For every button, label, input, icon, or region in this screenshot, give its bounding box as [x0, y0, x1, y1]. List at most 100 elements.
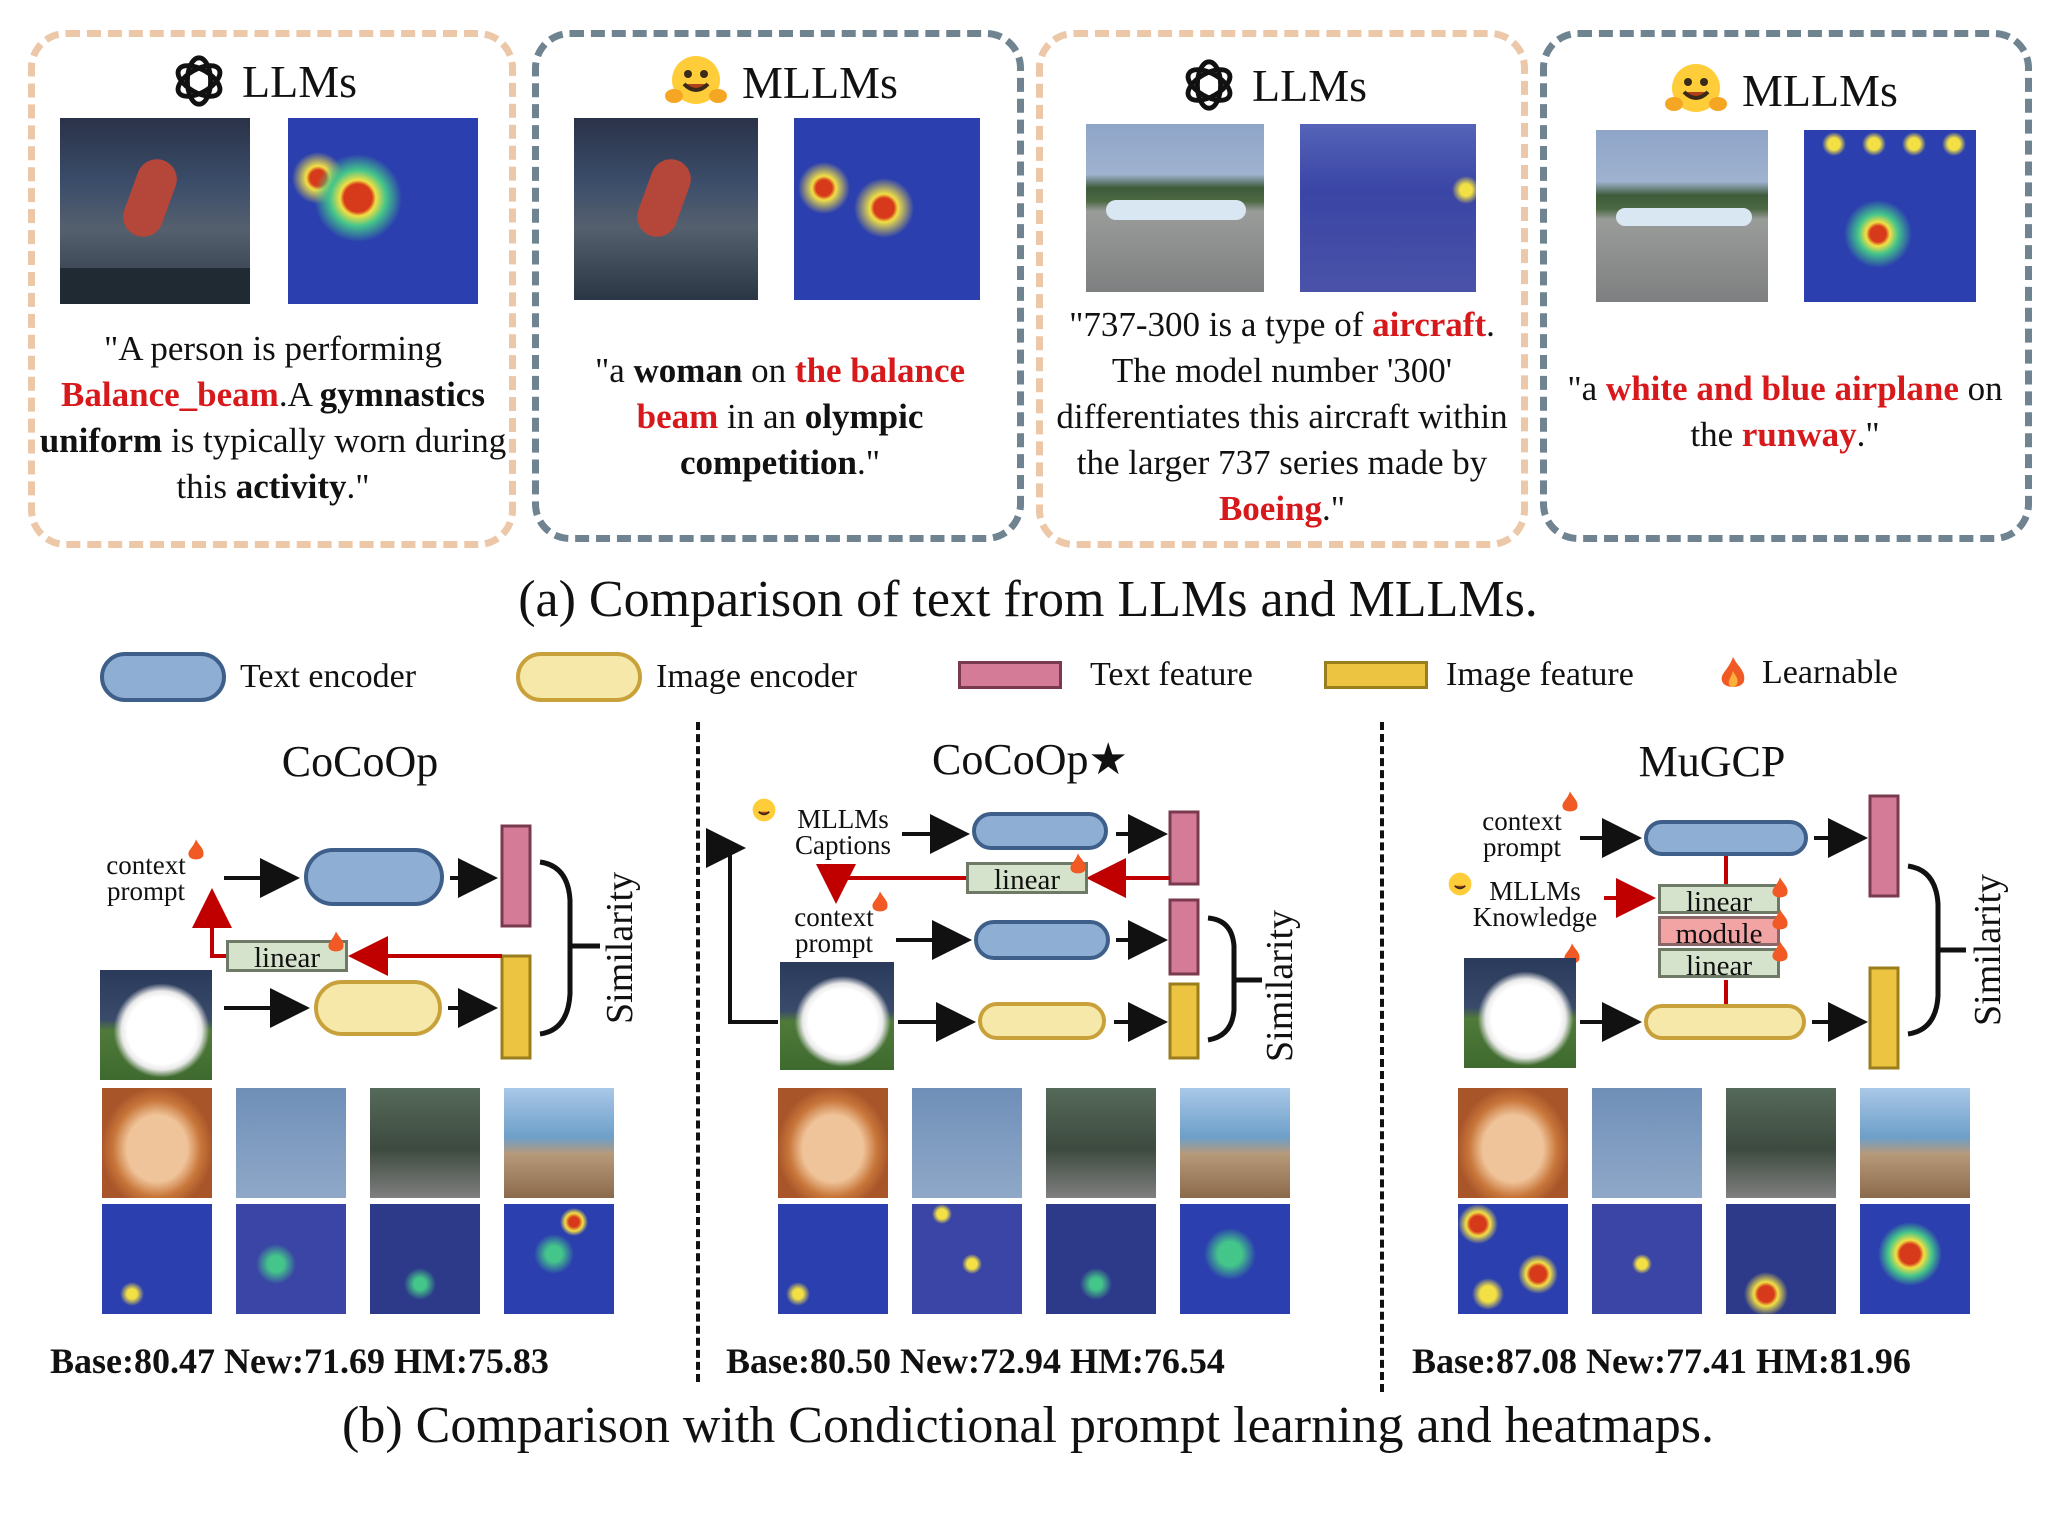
context-label: context — [106, 850, 186, 880]
sample-photo — [778, 1088, 888, 1198]
hugging-face-emoji-icon — [1665, 64, 1727, 112]
legend-image-encoder: Image encoder — [516, 652, 857, 702]
panel-quote: "a woman on the balance beam in an olymp… — [594, 351, 966, 482]
text-feature-bar — [1868, 794, 1900, 898]
gymnastics-heatmap — [794, 118, 980, 300]
sample-photo — [1458, 1088, 1568, 1198]
flame-icon — [328, 931, 344, 952]
prompt-label: prompt — [107, 876, 185, 906]
airplane-heatmap — [1300, 124, 1476, 292]
legend-label: Learnable — [1762, 654, 1898, 691]
flame-icon — [872, 891, 888, 912]
flame-icon — [188, 839, 204, 860]
airplane-photo — [1596, 130, 1768, 302]
sample-heatmap — [1180, 1204, 1290, 1314]
text-feature-bar — [1168, 898, 1200, 976]
panel-quote: "A person is performing Balance_beam.A g… — [39, 329, 507, 506]
panel-title-2: MLLMs — [664, 52, 898, 112]
legend-label: Image feature — [1446, 656, 1634, 693]
mllms-knowledge-label: MLLMs Knowledge — [1460, 878, 1610, 932]
image-feature-bar — [1168, 982, 1200, 1060]
section-divider — [696, 722, 700, 1382]
context-label: context — [794, 902, 874, 932]
panel-title-1: LLMs — [170, 52, 357, 110]
prompt-label: prompt — [795, 928, 873, 958]
linear-layer: linear — [1658, 884, 1780, 917]
image-encoder — [314, 980, 442, 1036]
context-prompt-label: context prompt — [1470, 808, 1574, 862]
red-arrow — [192, 888, 232, 958]
panel-title-text: LLMs — [1252, 59, 1367, 111]
text-encoder — [972, 812, 1108, 850]
sample-photo — [912, 1088, 1022, 1198]
caption-a: (a) Comparison of text from LLMs and MLL… — [518, 571, 1538, 628]
legend-label: Text feature — [1090, 656, 1253, 693]
sample-heatmap — [1592, 1204, 1702, 1314]
image-feature-swatch — [1324, 661, 1428, 689]
text-encoder — [304, 848, 444, 906]
openai-logo-icon — [1185, 59, 1233, 111]
image-encoder — [1644, 1004, 1806, 1040]
panel-quote: "737-300 is a type of aircraft. The mode… — [1056, 305, 1508, 528]
flame-icon — [1772, 941, 1788, 962]
prompt-label: prompt — [1483, 832, 1561, 862]
image-encoder-swatch — [516, 652, 642, 702]
samoyed-photo — [1464, 958, 1576, 1068]
sample-heatmap — [1860, 1204, 1970, 1314]
red-arrow — [816, 864, 966, 904]
method-title-cocoop-star: CoCoOp★ — [932, 735, 1128, 784]
panel-llm-2 — [1036, 30, 1528, 548]
method-title-cocoop: CoCoOp — [281, 737, 439, 786]
sample-heatmap — [778, 1204, 888, 1314]
airplane-heatmap — [1804, 130, 1976, 302]
sample-heatmap — [1726, 1204, 1836, 1314]
similarity-label: Similarity — [1259, 910, 1301, 1062]
image-encoder — [978, 1002, 1106, 1040]
mllms-label: MLLMs — [797, 804, 889, 834]
sample-photo — [1046, 1088, 1156, 1198]
flame-icon — [1562, 791, 1578, 812]
image-feature-bar — [1868, 966, 1900, 1070]
samoyed-photo — [780, 962, 894, 1070]
openai-logo-icon — [175, 55, 223, 107]
context-prompt-label: context prompt — [784, 902, 884, 958]
similarity-label: Similarity — [1967, 874, 2009, 1026]
legend-learnable: Learnable — [1718, 654, 1898, 692]
text-encoder — [974, 920, 1110, 960]
flame-icon — [1772, 877, 1788, 898]
sample-heatmap — [370, 1204, 480, 1314]
panel-mllm-1 — [532, 30, 1024, 542]
text-feature-bar — [1168, 810, 1200, 886]
legend-image-feature: Image feature — [1324, 656, 1634, 694]
sample-photo — [1860, 1088, 1970, 1198]
method-title-mugcp: MuGCP — [1638, 737, 1786, 786]
text-feature-bar — [500, 824, 532, 928]
linear-layer: linear — [1658, 948, 1780, 981]
legend-text-feature: Text feature — [958, 656, 1253, 694]
module-layer: module — [1658, 916, 1780, 949]
knowledge-label: Knowledge — [1472, 902, 1598, 932]
sample-heatmap — [912, 1204, 1022, 1314]
sample-heatmap — [236, 1204, 346, 1314]
sample-heatmap — [102, 1204, 212, 1314]
legend-label: Image encoder — [656, 658, 858, 695]
panel-title-4: MLLMs — [1664, 60, 1898, 120]
sample-photo — [102, 1088, 212, 1198]
similarity-label: Similarity — [599, 872, 641, 1024]
text-encoder-swatch — [100, 652, 226, 702]
panel-mllm-2 — [1540, 30, 2032, 542]
sample-photo — [1726, 1088, 1836, 1198]
legend-text-encoder: Text encoder — [100, 652, 416, 702]
panel-quote: "a white and blue airplane on the runway… — [1567, 369, 2003, 454]
caption-b: (b) Comparison with Condictional prompt … — [342, 1397, 1714, 1454]
samoyed-photo — [100, 970, 212, 1080]
hugging-face-emoji-icon — [752, 798, 776, 822]
gymnastics-heatmap — [288, 118, 478, 304]
flame-icon — [1772, 909, 1788, 930]
similarity-bracket — [1207, 915, 1237, 1043]
sample-heatmap — [1046, 1204, 1156, 1314]
airplane-photo — [1086, 124, 1264, 292]
sample-photo — [236, 1088, 346, 1198]
panel-llm-1 — [28, 30, 516, 548]
flame-icon — [1721, 657, 1745, 687]
